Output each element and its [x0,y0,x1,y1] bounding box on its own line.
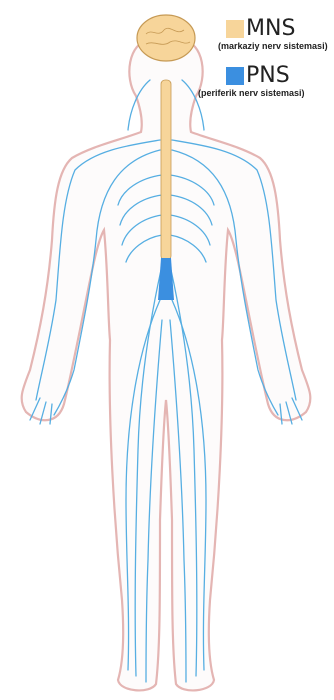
pns-label: PNS [246,65,290,87]
legend-cns: MNS [226,18,295,40]
pns-swatch [226,67,244,85]
pns-sublabel: (periferik nerv sistemasi) [198,88,305,98]
cns-label: MNS [246,18,295,40]
brain [137,15,195,61]
spinal-cord [161,80,171,260]
cns-swatch [226,20,244,38]
legend-pns: PNS [226,65,290,87]
cns-sublabel: (markaziy nerv sistemasi) [218,41,328,51]
